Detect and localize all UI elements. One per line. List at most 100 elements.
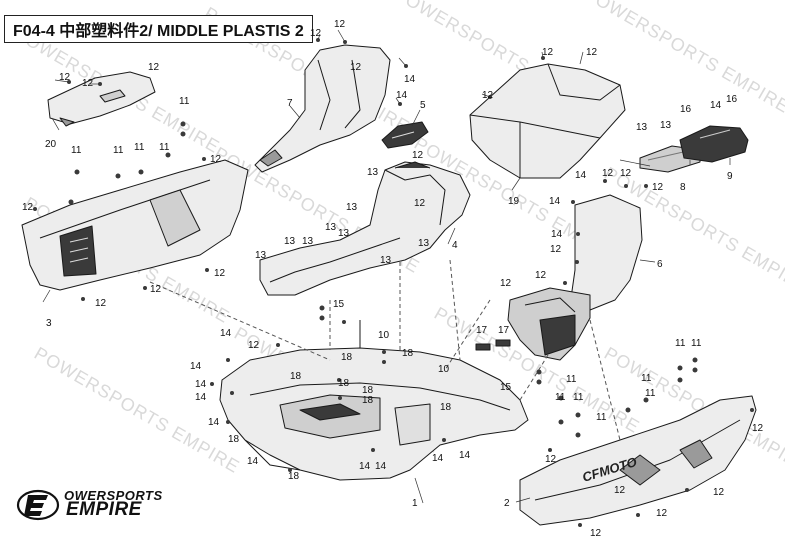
callout-12: 12: [620, 168, 632, 179]
callout-labels: 20 12 12 12 7 12 12 12 14 14 5 12 12 12 …: [22, 19, 764, 539]
callout-17: 17: [476, 325, 488, 336]
callout-13: 13: [255, 250, 267, 261]
callout-11: 11: [71, 145, 82, 156]
callout-18: 18: [290, 371, 302, 382]
callout-18: 18: [228, 434, 240, 445]
callout-12: 12: [586, 47, 598, 58]
callout-12: 12: [310, 28, 322, 39]
callout-12: 12: [656, 508, 668, 519]
callout-13: 13: [302, 236, 314, 247]
callout-11: 11: [641, 373, 652, 384]
callout-14: 14: [459, 450, 471, 461]
callout-12: 12: [22, 202, 34, 213]
callout-11: 11: [566, 374, 577, 385]
callout-13: 13: [367, 167, 379, 178]
callout-13: 13: [346, 202, 358, 213]
brand-logo: OWERSPORTS EMPIRE: [16, 488, 166, 524]
callout-12: 12: [248, 340, 260, 351]
callout-11: 11: [645, 388, 656, 399]
callout-13: 13: [636, 122, 648, 133]
callout-14: 14: [432, 453, 444, 464]
callout-11: 11: [675, 338, 686, 349]
callout-6: 6: [657, 259, 663, 270]
callout-12: 12: [210, 154, 222, 165]
callout-13: 13: [325, 222, 337, 233]
callout-12: 12: [82, 78, 94, 89]
callout-12: 12: [713, 487, 725, 498]
callout-18: 18: [402, 348, 414, 359]
callout-12: 12: [550, 244, 562, 255]
callout-7: 7: [287, 98, 293, 109]
callout-18: 18: [362, 385, 374, 396]
callout-1: 1: [412, 498, 418, 509]
callout-14: 14: [247, 456, 259, 467]
callout-12: 12: [590, 528, 602, 539]
callout-16: 16: [680, 104, 692, 115]
part-5-vent: [381, 121, 429, 149]
callout-18: 18: [288, 471, 300, 482]
page-title: F04-4 中部塑料件2/ MIDDLE PLASTIS 2: [4, 15, 313, 43]
callout-2: 2: [504, 498, 510, 509]
logo-text-bottom: EMPIRE: [66, 499, 142, 520]
callout-13: 13: [284, 236, 296, 247]
callout-11: 11: [573, 392, 584, 403]
callout-4: 4: [452, 240, 458, 251]
callout-14: 14: [549, 196, 561, 207]
callout-14: 14: [220, 328, 232, 339]
part-9-panel: [679, 125, 749, 163]
part-7-console-side: [254, 44, 391, 173]
callout-14: 14: [359, 461, 371, 472]
callout-15: 15: [333, 299, 345, 310]
callout-14: 14: [404, 74, 416, 85]
callout-11: 11: [113, 145, 124, 156]
callout-14: 14: [551, 229, 563, 240]
callout-13: 13: [380, 255, 392, 266]
callout-12: 12: [412, 150, 424, 161]
part-2-side-panel: [519, 395, 757, 526]
callout-12: 12: [535, 270, 547, 281]
callout-15: 15: [500, 382, 512, 393]
callout-8: 8: [680, 182, 686, 193]
callout-12: 12: [482, 90, 494, 101]
callout-11: 11: [159, 142, 170, 153]
callout-12: 12: [59, 72, 71, 83]
callout-11: 11: [179, 96, 190, 107]
callout-14: 14: [195, 392, 207, 403]
callout-12: 12: [350, 62, 362, 73]
callout-14: 14: [208, 417, 220, 428]
callout-12: 12: [614, 485, 626, 496]
callout-12: 12: [602, 168, 614, 179]
callout-12: 12: [752, 423, 764, 434]
callout-12: 12: [545, 454, 557, 465]
logo-text-top: OWERSPORTS: [64, 488, 163, 503]
callout-5: 5: [420, 100, 426, 111]
callout-11: 11: [691, 338, 702, 349]
logo-glyph-icon: [16, 489, 60, 521]
callout-13: 13: [338, 228, 350, 239]
part-19-storage-box: [469, 63, 626, 179]
callout-9: 9: [727, 171, 733, 182]
callout-14: 14: [375, 461, 387, 472]
part-4-center-console: [259, 161, 471, 296]
part-17-clip-b: [495, 339, 511, 347]
callout-12: 12: [148, 62, 160, 73]
part-17-clip-a: [475, 343, 491, 351]
callout-16: 16: [726, 94, 738, 105]
callout-14: 14: [396, 90, 408, 101]
callout-12: 12: [150, 284, 162, 295]
callout-12: 12: [95, 298, 107, 309]
callout-10: 10: [378, 330, 390, 341]
fastener-group: [33, 38, 754, 527]
callout-20: 20: [45, 139, 57, 150]
callout-12: 12: [414, 198, 426, 209]
callout-19: 19: [508, 196, 520, 207]
callout-14: 14: [190, 361, 202, 372]
callout-17: 17: [498, 325, 510, 336]
callout-12: 12: [652, 182, 664, 193]
callout-12: 12: [214, 268, 226, 279]
callout-18: 18: [341, 352, 353, 363]
part-3-side-panel: [21, 159, 249, 291]
part-20-bracket: [47, 71, 156, 127]
callout-12: 12: [500, 278, 512, 289]
